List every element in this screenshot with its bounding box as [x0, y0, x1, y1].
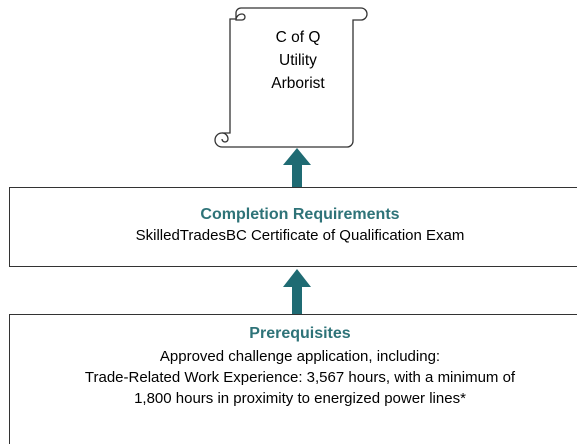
prerequisites-line-1: Approved challenge application, includin…: [159, 348, 441, 365]
certificate-line-2: Utility: [279, 52, 317, 69]
certificate-title: C of Q Utility Arborist: [238, 26, 358, 95]
arrow-up-icon: [283, 148, 311, 187]
certificate-scroll: [214, 7, 368, 148]
certificate-line-3: Arborist: [271, 75, 325, 92]
prerequisites-title: Prerequisites: [249, 325, 351, 342]
prerequisites-box: Prerequisites Approved challenge applica…: [9, 314, 577, 444]
completion-requirements-box: Completion Requirements SkilledTradesBC …: [9, 187, 577, 267]
completion-requirements-text: SkilledTradesBC Certificate of Qualifica…: [135, 227, 465, 244]
prerequisites-line-3: 1,800 hours in proximity to energized po…: [134, 390, 466, 407]
arrow-up-icon: [283, 269, 311, 315]
completion-requirements-title: Completion Requirements: [200, 206, 400, 223]
certificate-line-1: C of Q: [275, 29, 321, 46]
prerequisites-line-2: Trade-Related Work Experience: 3,567 hou…: [84, 369, 516, 386]
